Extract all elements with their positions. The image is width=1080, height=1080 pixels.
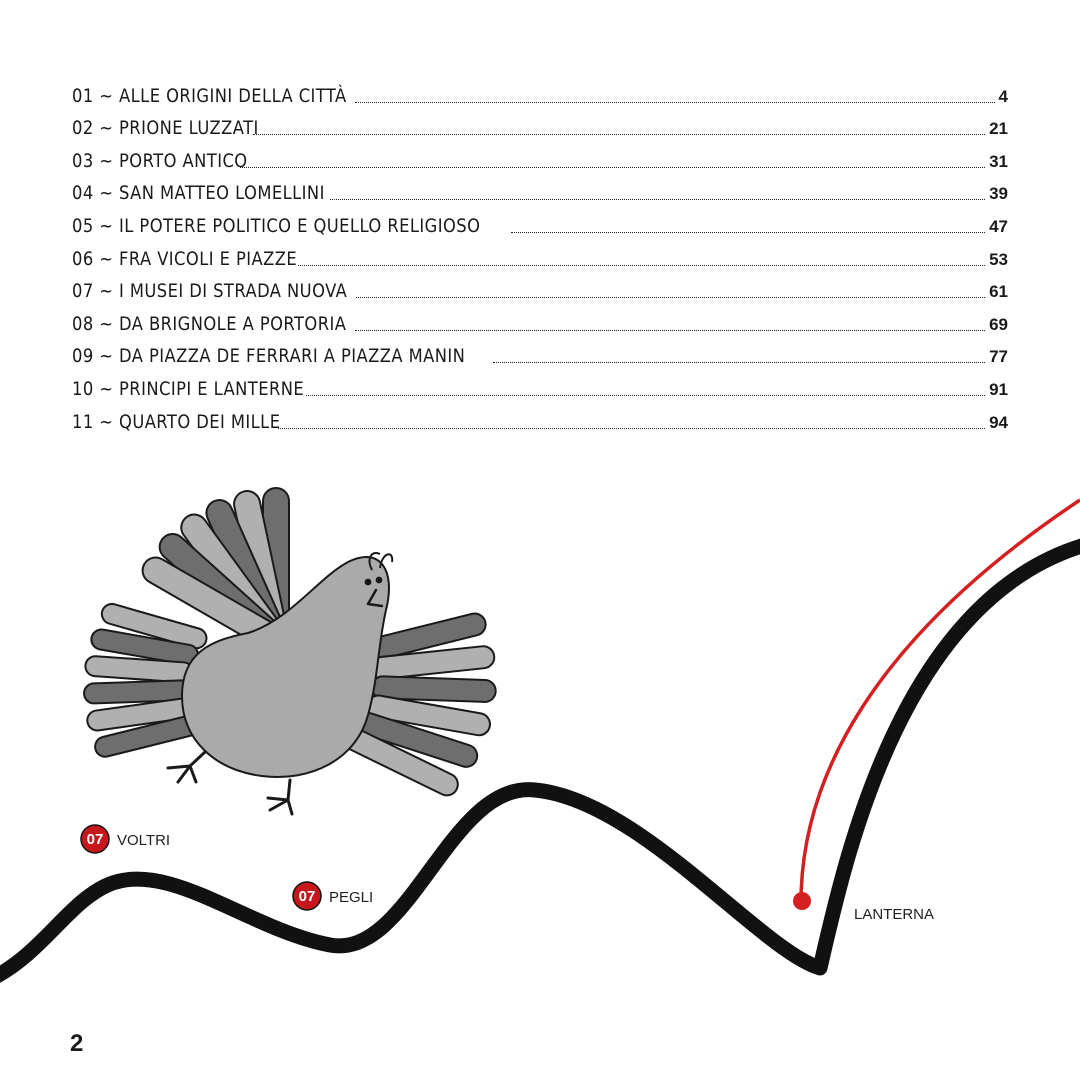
toc-leader-dots [356, 296, 986, 299]
toc-entry-title: 08 ~ Da Brignole a Portoria [72, 312, 347, 335]
line-badge [292, 881, 322, 911]
toc-entry-page: 21 [989, 119, 1008, 139]
toc-entry-page: 39 [989, 184, 1008, 204]
toc-entry: 02 ~ Prione Luzzati 21 [72, 107, 1008, 140]
stop-label: PEGLI [329, 889, 373, 906]
pigeon-upper-feathers [141, 487, 290, 648]
toc-entry-page: 94 [989, 412, 1008, 432]
line-badge [80, 824, 110, 854]
toc-entry-page: 91 [989, 379, 1008, 399]
toc-entry: 06 ~ Fra vicoli e piazze 53 [72, 237, 1008, 270]
toc-entry-title: 11 ~ Quarto dei Mille [72, 410, 281, 433]
toc-entry-title: 01 ~ Alle origini della città [72, 84, 347, 107]
toc-entry: 01 ~ Alle origini della città 4 [72, 74, 1008, 107]
toc-leader-dots [305, 394, 986, 396]
toc-entry-page: 61 [989, 282, 1008, 302]
toc-leader-dots [493, 361, 986, 364]
toc-leader-dots [355, 329, 986, 331]
lanterna-stop-marker [793, 892, 811, 910]
toc-entry-title: 09 ~ Da Piazza De Ferrari a Piazza Manin [72, 345, 466, 368]
toc-entry: 11 ~ Quarto dei Mille 94 [72, 400, 1008, 433]
pigeon-eye [364, 578, 372, 586]
toc-entry-page: 31 [989, 151, 1008, 171]
pigeon-body [181, 556, 390, 778]
toc-leader-dots [297, 264, 986, 266]
pigeon-eye [375, 576, 383, 584]
toc-entry-page: 77 [989, 347, 1008, 367]
pigeon-crest [368, 552, 394, 571]
toc-entry-page: 53 [989, 249, 1008, 269]
toc-entry-title: 03 ~ Porto Antico [72, 149, 248, 172]
toc-entry: 04 ~ San Matteo Lomellini 39 [72, 172, 1008, 205]
line-badge-number: 07 [299, 888, 316, 905]
toc-leader-dots [329, 198, 986, 201]
toc-entry-title: 07 ~ I musei di Strada Nuova [72, 280, 348, 303]
toc-entry: 08 ~ Da Brignole a Portoria 69 [72, 302, 1008, 335]
toc-leader-dots [253, 133, 986, 136]
toc-entry: 09 ~ Da Piazza De Ferrari a Piazza Manin… [72, 335, 1008, 368]
toc-entry-page: 69 [989, 314, 1008, 334]
pigeon-left-wing [83, 602, 208, 758]
toc-entry-title: 06 ~ Fra vicoli e piazze [72, 247, 298, 270]
stop-label: VOLTRI [117, 832, 170, 849]
stop-label-lanterna: LANTERNA [854, 906, 934, 923]
toc-leader-dots [355, 101, 995, 103]
stop-voltri: 07 VOLTRI [80, 824, 170, 854]
toc-entry: 10 ~ Principi e Lanterne 91 [72, 367, 1008, 400]
table-of-contents: 01 ~ Alle origini della città 4 02 ~ Prio… [72, 74, 1008, 433]
pigeon-icon [83, 487, 497, 816]
toc-entry-title: 04 ~ San Matteo Lomellini [72, 182, 325, 205]
toc-entry-page: 4 [998, 86, 1008, 106]
page-number: 2 [70, 1030, 84, 1057]
toc-entry-title: 10 ~ Principi e Lanterne [72, 377, 305, 400]
toc-entry: 05 ~ Il potere politico e quello religio… [72, 204, 1008, 237]
toc-leader-dots [240, 166, 986, 168]
toc-entry-title: 02 ~ Prione Luzzati [72, 117, 259, 140]
toc-entry-title: 05 ~ Il potere politico e quello religio… [72, 214, 481, 237]
toc-entry: 03 ~ Porto Antico 31 [72, 139, 1008, 172]
route-line [799, 498, 1080, 901]
line-badge-number: 07 [87, 831, 104, 848]
pigeon-feet [166, 750, 294, 816]
toc-leader-dots [278, 427, 986, 429]
pigeon-beak [366, 588, 384, 608]
toc-entry-page: 47 [989, 216, 1008, 236]
stop-pegli: 07 PEGLI [292, 881, 373, 911]
coast-track [0, 538, 1080, 983]
toc-entry: 07 ~ I musei di Strada Nuova 61 [72, 270, 1008, 303]
toc-leader-dots [510, 231, 986, 233]
